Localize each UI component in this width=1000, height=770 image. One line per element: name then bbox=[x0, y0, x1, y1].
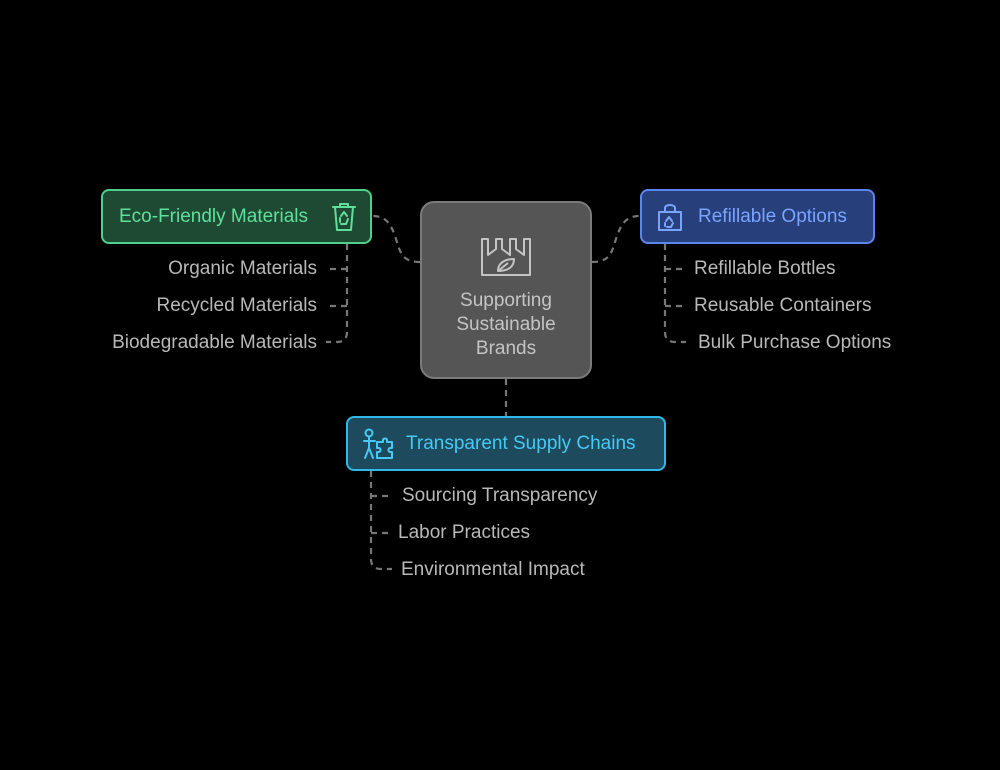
leaf-biodegradable-materials: Biodegradable Materials bbox=[112, 332, 317, 353]
branch-label-eco: Eco-Friendly Materials bbox=[119, 206, 308, 227]
branch-node-transparent-supply-chains[interactable]: Transparent Supply Chains bbox=[346, 416, 666, 471]
leaf-recycled-materials: Recycled Materials bbox=[156, 295, 318, 316]
branch-node-refillable-options[interactable]: Refillable Options bbox=[640, 189, 875, 244]
factory-leaf-icon bbox=[478, 227, 534, 279]
branch-label-supply: Transparent Supply Chains bbox=[406, 433, 636, 454]
leaf-bulk-purchase-options: Bulk Purchase Options bbox=[698, 332, 892, 353]
branch-node-eco-friendly-materials[interactable]: Eco-Friendly Materials bbox=[101, 189, 372, 244]
leaf-environmental-impact: Environmental Impact bbox=[401, 559, 585, 580]
center-node[interactable]: Supporting Sustainable Brands bbox=[420, 201, 592, 379]
connector-center-refill bbox=[591, 214, 641, 264]
connector-supply-leaves bbox=[369, 471, 392, 571]
leaf-reusable-containers: Reusable Containers bbox=[694, 295, 872, 316]
person-puzzle-icon bbox=[358, 428, 398, 460]
connector-eco-leaves bbox=[326, 244, 349, 344]
leaf-refillable-bottles: Refillable Bottles bbox=[694, 258, 836, 279]
recycle-bin-icon bbox=[326, 202, 362, 232]
connector-refill-leaves bbox=[663, 244, 686, 344]
leaf-sourcing-transparency: Sourcing Transparency bbox=[402, 485, 598, 506]
leaf-organic-materials: Organic Materials bbox=[168, 258, 317, 279]
branch-label-refill: Refillable Options bbox=[698, 206, 847, 227]
recycle-bag-icon bbox=[652, 202, 688, 232]
leaf-labor-practices: Labor Practices bbox=[398, 522, 531, 543]
center-title: Supporting Sustainable Brands bbox=[456, 290, 556, 359]
connector-center-eco bbox=[371, 214, 421, 264]
